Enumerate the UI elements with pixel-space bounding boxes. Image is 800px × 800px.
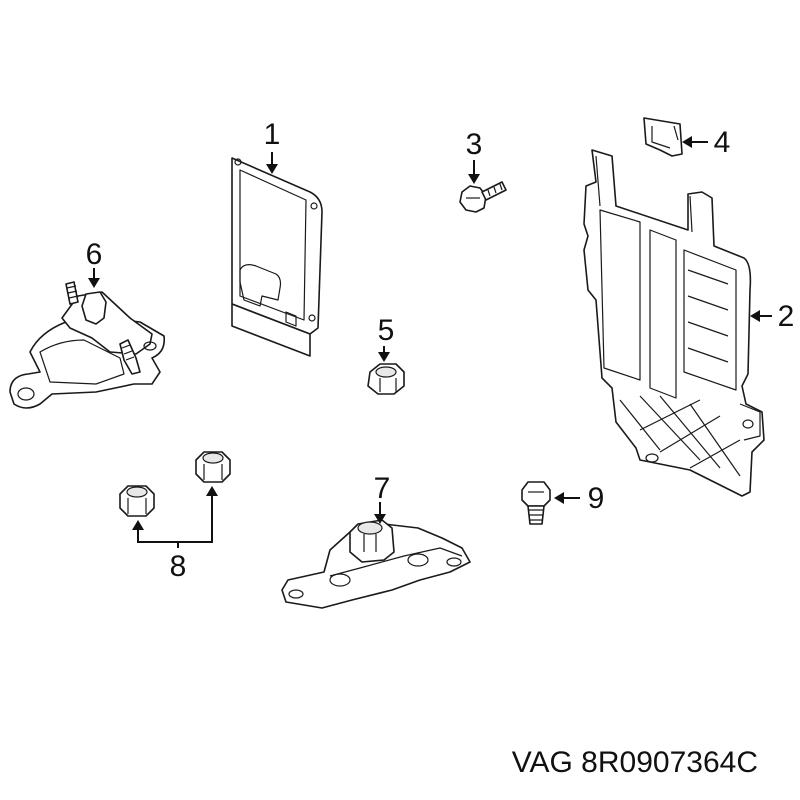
callout-3: 3 xyxy=(466,128,483,161)
callout-8: 8 xyxy=(170,550,187,583)
callout-4: 4 xyxy=(714,126,731,159)
part-number-caption: VAG 8R0907364C xyxy=(512,746,758,779)
part-6-sensor-bracket xyxy=(9,281,166,409)
part-7-sensor-base xyxy=(281,519,471,609)
part-2-mounting-bracket xyxy=(583,149,765,497)
callout-7: 7 xyxy=(374,472,391,505)
part-9-bolt xyxy=(521,481,551,525)
callout-numbers: 1 2 3 4 5 6 7 8 9 xyxy=(86,118,795,583)
callout-5: 5 xyxy=(378,314,395,347)
leader-lines xyxy=(88,136,772,548)
part-5-nut xyxy=(367,363,405,395)
part-4-clip xyxy=(643,117,683,157)
part-8-nuts xyxy=(119,451,231,517)
callout-2: 2 xyxy=(778,300,795,333)
callout-6: 6 xyxy=(86,238,103,271)
part-1-cover-plate xyxy=(231,157,323,357)
part-3-bolt xyxy=(459,181,507,213)
callout-1: 1 xyxy=(264,118,281,151)
callout-9: 9 xyxy=(588,482,605,515)
